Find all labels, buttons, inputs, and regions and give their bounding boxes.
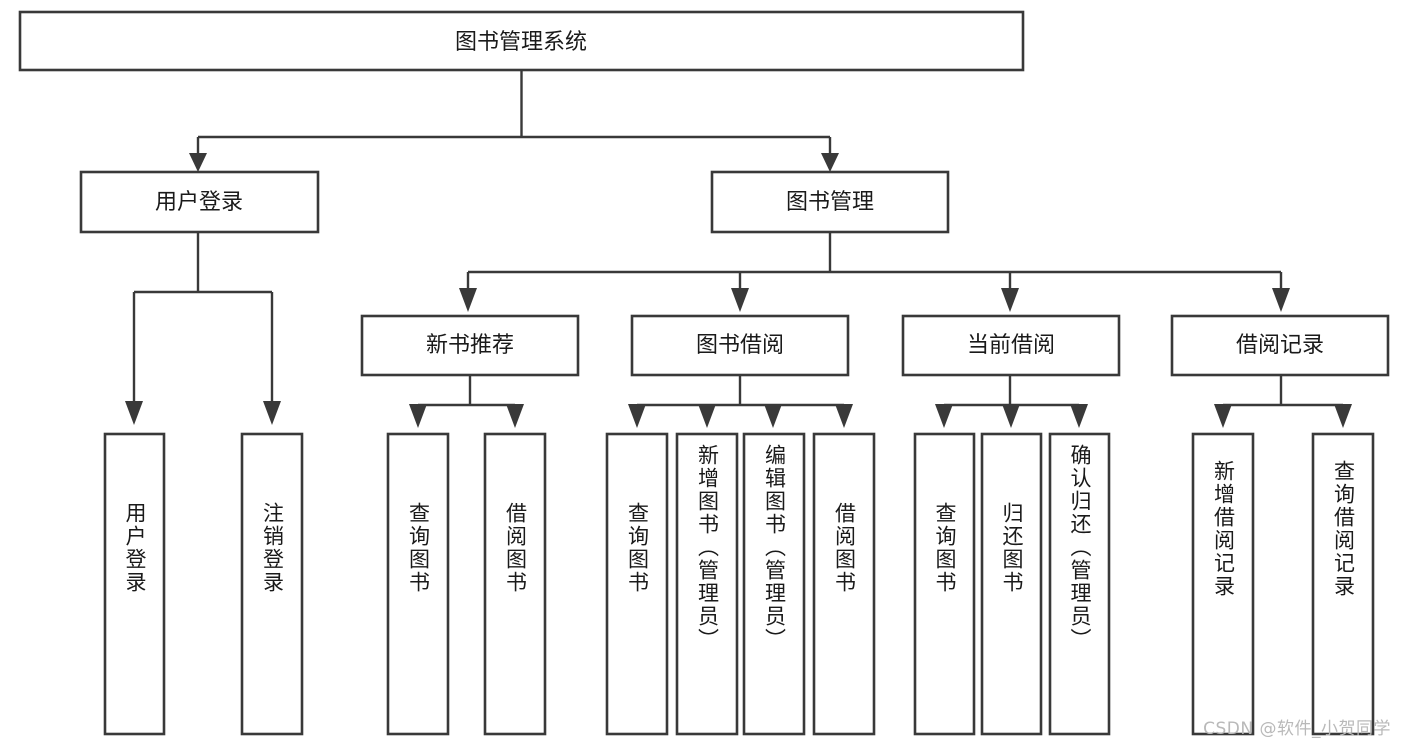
arrow-to-leaf-borrow-book-1: [506, 404, 524, 428]
leaf-borrow-book-2-box[interactable]: [812, 432, 876, 736]
arrow-to-leaf-query-book-2: [628, 404, 646, 428]
node-current-borrow[interactable]: 当前借阅: [901, 314, 1121, 377]
node-book-borrow[interactable]: 图书借阅: [630, 314, 850, 377]
connector-user-login-bus: [132, 232, 274, 403]
connector-root-bus: [196, 70, 832, 155]
arrow-to-book-management: [821, 153, 839, 172]
leaf-box-layer: [103, 432, 1375, 736]
leaf-query-book-1-box[interactable]: [386, 432, 450, 736]
leaf-edit-book-box[interactable]: [742, 432, 806, 736]
leaf-query-book-2-box[interactable]: [605, 432, 669, 736]
leaf-user-login-box[interactable]: [103, 432, 166, 736]
leaf-logout-login-box[interactable]: [240, 432, 304, 736]
connector-layer: [125, 70, 1352, 428]
node-book-management[interactable]: 图书管理: [710, 170, 950, 234]
leaf-query-book-3-box[interactable]: [913, 432, 976, 736]
book-borrow-label: 图书借阅: [696, 333, 784, 358]
arrow-to-leaf-user-login: [125, 401, 143, 425]
current-borrow-label: 当前借阅: [967, 333, 1055, 358]
node-new-book-recommend[interactable]: 新书推荐: [360, 314, 580, 377]
connector-borrow-record-bus: [1221, 375, 1345, 410]
leaf-add-record-box[interactable]: [1191, 432, 1255, 736]
leaf-confirm-return-box[interactable]: [1048, 432, 1111, 736]
leaf-borrow-book-1-box[interactable]: [483, 432, 547, 736]
connector-book-borrow-bus: [635, 375, 846, 410]
node-root[interactable]: 图书管理系统: [18, 10, 1025, 72]
arrow-to-leaf-return-book: [1002, 404, 1020, 428]
arrow-to-leaf-edit-book: [764, 404, 782, 428]
user-login-box[interactable]: [79, 170, 320, 234]
borrow-record-label: 借阅记录: [1236, 333, 1324, 358]
arrow-to-current-borrow: [1001, 288, 1019, 312]
user-login-label: 用户登录: [155, 190, 243, 215]
root-box[interactable]: [18, 10, 1025, 72]
borrow-record-box[interactable]: [1170, 314, 1390, 377]
leaf-add-book-box[interactable]: [675, 432, 739, 736]
connector-new-book-bus: [416, 375, 517, 410]
arrow-to-new-book-recommend: [459, 288, 477, 312]
arrow-to-borrow-record: [1272, 288, 1290, 312]
leaf-query-record-box[interactable]: [1311, 432, 1375, 736]
arrow-to-book-borrow: [731, 288, 749, 312]
arrow-to-leaf-logout-login: [263, 401, 281, 425]
node-borrow-record[interactable]: 借阅记录: [1170, 314, 1390, 377]
book-borrow-box[interactable]: [630, 314, 850, 377]
arrow-to-leaf-query-book-1: [409, 404, 427, 428]
new-book-recommend-box[interactable]: [360, 314, 580, 377]
book-management-label: 图书管理: [786, 190, 874, 215]
leaf-return-book-box[interactable]: [980, 432, 1043, 736]
arrow-to-leaf-query-book-3: [935, 404, 953, 428]
arrow-to-leaf-add-book: [698, 404, 716, 428]
csdn-watermark: CSDN @软件_小贺同学: [1203, 719, 1391, 739]
new-book-recommend-label: 新书推荐: [426, 333, 514, 358]
current-borrow-box[interactable]: [901, 314, 1121, 377]
arrow-to-leaf-query-record: [1334, 404, 1352, 428]
arrow-to-leaf-confirm-return: [1070, 404, 1088, 428]
arrow-to-user-login: [189, 153, 207, 172]
connector-book-management-bus: [466, 232, 1283, 290]
root-label: 图书管理系统: [455, 30, 587, 55]
arrow-to-leaf-add-record: [1214, 404, 1232, 428]
node-user-login[interactable]: 用户登录: [79, 170, 320, 234]
arrow-to-leaf-borrow-book-2: [835, 404, 853, 428]
book-management-box[interactable]: [710, 170, 950, 234]
